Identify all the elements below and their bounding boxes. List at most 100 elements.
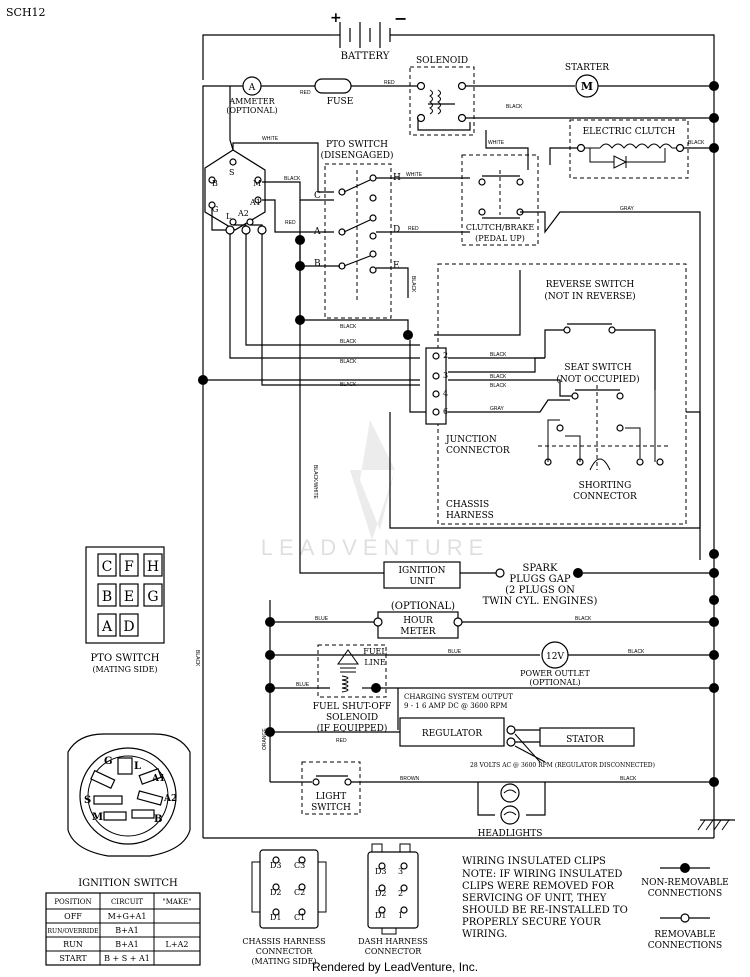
power-outlet-optional: (OPTIONAL) — [529, 678, 580, 687]
clutch-brake-switch: WHITE CLUTCH/BRAKE (PEDAL UP) GRAY — [461, 130, 701, 560]
spark-line4: TWIN CYL. ENGINES) — [483, 596, 598, 607]
wire-red-d: RED — [408, 226, 419, 232]
legend-removable-2: CONNECTIONS — [648, 941, 722, 951]
wire-black-7: BLACK — [340, 382, 357, 388]
pto-term-a: A — [313, 227, 321, 237]
reverse-switch-state: (NOT IN REVERSE) — [544, 291, 635, 302]
spark-line3: (2 PLUGS ON — [505, 585, 575, 596]
wire-blue-2: BLUE — [448, 649, 462, 655]
wire-red-1: RED — [300, 90, 311, 96]
pto-term-c: C — [314, 191, 321, 201]
pto-grid-e: E — [124, 589, 134, 605]
solenoid: SOLENOID — [409, 56, 714, 136]
legend-removable-1: REMOVABLE — [654, 930, 715, 940]
junction-pin-4: 4 — [443, 389, 448, 398]
pto-mating-title: PTO SWITCH — [91, 653, 160, 664]
pto-mating-side: C F H B E G A D PTO SWITCH (MATING SIDE) — [85, 546, 165, 674]
table-row-1-pos: RUN/OVERRIDE — [48, 928, 99, 935]
starter: M STARTER BLACK — [506, 63, 714, 110]
wire-black-2: BLACK — [490, 352, 507, 358]
fuel-shutoff-solenoid: FUEL LINE BLUE FUEL SHUT-OFF SOLENOID (I… — [270, 644, 714, 734]
legend: NON-REMOVABLE CONNECTIONS REMOVABLE CONN… — [641, 863, 729, 951]
dash-pin-d3: D3 — [375, 867, 387, 876]
note-line-0: NOTE: IF WIRING INSULATED — [462, 869, 622, 880]
battery-label: BATTERY — [341, 51, 390, 62]
lights: ORANGE LIGHT SWITCH BROWN BLACK HEADLIGH… — [262, 600, 714, 839]
footer-credit: Rendered by LeadVenture, Inc. — [312, 960, 478, 974]
ignition-switch-schematic: B S M G L A2 A1 WHITE BLACK RED — [204, 86, 420, 386]
regulator-label: REGULATOR — [422, 729, 482, 739]
reverse-switch-title: REVERSE SWITCH — [546, 280, 635, 290]
table-row-3-pos: START — [59, 954, 87, 963]
hour-meter: (OPTIONAL) HOUR METER BLUE BLACK — [270, 601, 714, 639]
junction-connector-label: CONNECTOR — [446, 446, 510, 456]
chassis-pin-c3: C3 — [294, 861, 305, 870]
ignition-unit-line2: UNIT — [409, 577, 434, 587]
wire-black-hour: BLACK — [575, 616, 592, 622]
dash-pin-d2: D2 — [375, 889, 387, 898]
hour-meter-optional: (OPTIONAL) — [391, 601, 455, 612]
ignition-switch-face: G L A1 S A2 M B IGNITION SWITCH — [67, 733, 191, 889]
chassis-pin-d1: D1 — [270, 913, 282, 922]
table-header-circuit: CIRCUIT — [111, 898, 143, 906]
ammeter-fuse-circuit: A AMMETER (OPTIONAL) FUSE RED RED — [202, 76, 420, 150]
wire-red-2: RED — [384, 80, 395, 86]
ignition-unit-line1: IGNITION — [399, 566, 446, 576]
pto-grid-b: B — [102, 589, 112, 605]
wire-orange: ORANGE — [262, 728, 268, 750]
ignition-position-table: POSITION CIRCUIT "MAKE" OFF M+G+A1 RUN/O… — [45, 892, 201, 966]
wire-blue-1: BLUE — [315, 616, 329, 622]
wire-black-6: BLACK — [340, 359, 357, 365]
wire-black-solenoid: BLACK — [506, 104, 523, 110]
wire-black-e: BLACK — [410, 276, 416, 293]
note-line-2: SERVICING OF UNIT, THEY — [462, 893, 607, 904]
chassis-pin-c2: C2 — [294, 888, 305, 897]
ammeter-label: AMMETER — [228, 97, 275, 106]
wire-red-reg: RED — [336, 738, 347, 744]
ignition-switch-title: IGNITION SWITCH — [78, 878, 178, 889]
pto-grid-d: D — [123, 619, 134, 635]
fuel-line-1: FUEL — [363, 647, 387, 656]
electric-clutch: ELECTRIC CLUTCH BLACK — [549, 119, 714, 179]
starter-label: STARTER — [565, 63, 609, 73]
chassis-pin-d2: D2 — [270, 888, 282, 897]
ign-face-s: S — [84, 795, 91, 806]
junction-pin-2: 2 — [443, 351, 448, 360]
hour-meter-line1: HOUR — [403, 616, 433, 626]
wire-black-light: BLACK — [620, 776, 637, 782]
note-line-5: WIRING. — [462, 929, 507, 940]
ignition-unit: BLACK/WHITE IGNITION UNIT SPARK PLUGS GA… — [299, 240, 714, 607]
dash-harness-connector: D3 3 D2 2 D1 1 DASH HARNESS CONNECTOR — [358, 843, 428, 956]
ign-face-m: M — [92, 812, 103, 823]
non-removable-dots — [198, 81, 719, 787]
spark-line2: PLUGS GAP — [509, 574, 570, 585]
light-switch-line2: SWITCH — [311, 803, 351, 813]
table-row-0-pos: OFF — [64, 912, 82, 921]
table-row-0-circuit: M+G+A1 — [108, 912, 147, 921]
junction-pin-3: 3 — [443, 371, 448, 380]
wire-black-clutch: BLACK — [688, 140, 705, 146]
pto-grid-g: G — [147, 589, 158, 605]
table-row-2-circuit: B+A1 — [115, 940, 138, 949]
headlights-label: HEADLIGHTS — [478, 829, 543, 839]
fuel-shutoff-line1: FUEL SHUT-OFF — [313, 702, 392, 712]
stator-rating: 28 VOLTS AC @ 3600 RPM (REGULATOR DISCON… — [470, 762, 655, 769]
hour-meter-line2: METER — [400, 627, 435, 637]
dash-pin-1: 1 — [398, 911, 403, 920]
fuel-shutoff-line2: SOLENOID — [326, 713, 378, 723]
wiring-clips-note: WIRING INSULATED CLIPS NOTE: IF WIRING I… — [462, 856, 628, 940]
charging-output-label: CHARGING SYSTEM OUTPUT — [404, 693, 513, 701]
power-outlet-label: POWER OUTLET — [520, 669, 590, 678]
junction-pin-6: 6 — [443, 407, 448, 416]
table-header-position: POSITION — [54, 898, 91, 906]
note-line-1: CLIPS WERE REMOVED FOR — [462, 881, 615, 892]
electric-clutch-label: ELECTRIC CLUTCH — [583, 127, 676, 137]
chassis-connector-line1: CHASSIS HARNESS — [242, 937, 325, 946]
ign-term-s: S — [229, 168, 234, 177]
ammeter-optional: (OPTIONAL) — [226, 106, 277, 115]
power-outlet: 12V BLUE BLACK POWER OUTLET (OPTIONAL) — [270, 641, 714, 687]
ign-term-b: B — [212, 179, 218, 188]
ign-term-m: M — [253, 179, 261, 188]
wire-red-a1: RED — [285, 220, 296, 226]
